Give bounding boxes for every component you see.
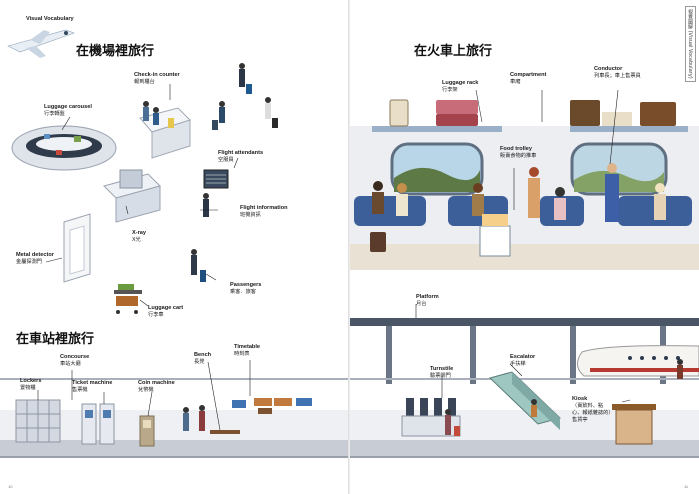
- airplane-icon: [7, 29, 75, 58]
- right-page: 視覺圖解 (Visual Vocabulary) 在火車上旅行 Luggage …: [350, 0, 699, 494]
- escalator: [489, 371, 561, 430]
- travelers-illustration: [143, 63, 278, 130]
- bench-illustration: [183, 405, 240, 434]
- x-ray-machine: [103, 169, 161, 223]
- station-people: [445, 359, 683, 436]
- luggage-cart-illustration: [114, 284, 142, 314]
- kiosk: [612, 404, 656, 445]
- left-page: Visual Vocabulary 在機場裡旅行 Check-in counte…: [0, 0, 349, 494]
- ticket-machines: [81, 403, 115, 445]
- left-page-number: 10: [8, 484, 13, 489]
- right-illustrations: [350, 89, 699, 458]
- bullet-train: [577, 345, 699, 377]
- left-illustrations: [0, 29, 349, 458]
- right-page-number: 11: [684, 484, 689, 489]
- label-kiosk: Kiosk（賣飲料、點心、報紙雜誌的）售貨亭: [572, 396, 611, 423]
- right-leader-lines: [415, 89, 631, 403]
- visual-vocabulary-label: Visual Vocabulary: [26, 16, 74, 22]
- passengers-illustration: [191, 249, 206, 282]
- timetable-boards: [232, 398, 312, 414]
- turnstiles: [401, 398, 461, 437]
- coin-machine: [139, 415, 155, 447]
- side-tab: 視覺圖解 (Visual Vocabulary): [685, 6, 696, 82]
- check-in-counter-illustration: [139, 107, 191, 159]
- luggage-carousel-illustration: [11, 125, 117, 171]
- metal-detector: [63, 213, 91, 283]
- flight-information-board: [203, 169, 229, 217]
- airport-section-title: 在機場裡旅行: [76, 44, 155, 59]
- leader-lines: [37, 84, 251, 431]
- train-section-title: 在火車上旅行: [414, 44, 493, 59]
- station-section-title: 在車站裡旅行: [16, 332, 95, 347]
- page-gutter: [348, 0, 350, 494]
- lockers-illustration: [15, 399, 61, 443]
- train-interior-illustration: [350, 99, 699, 270]
